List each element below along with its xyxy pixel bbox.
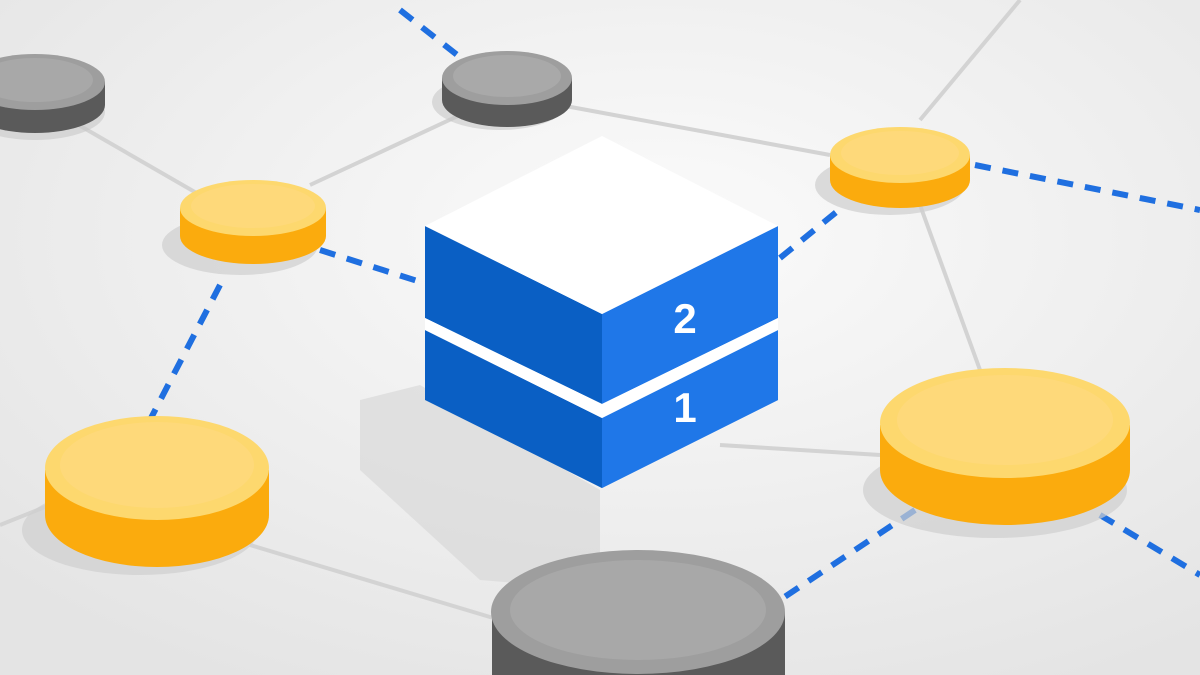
link-dashed [319,247,431,288]
node-inactive [491,550,785,675]
link-dashed [398,7,472,68]
node-active [22,416,269,575]
link-dashed [974,162,1200,213]
link-solid [719,443,881,457]
solid-links [0,0,1022,622]
node-active [863,368,1130,538]
block-layer-2-left [425,226,602,404]
link-dashed [1098,512,1200,578]
link-solid [918,0,1022,122]
layer-label-2: 2 [673,295,696,342]
block-layer-2-top [425,136,778,314]
node-inactive [0,54,105,140]
block-layer-2-right [602,226,778,404]
node-inactive [432,51,572,130]
link-dashed [147,283,223,422]
link-solid [69,118,201,197]
stacked-block: 2 1 [425,136,778,488]
link-solid [249,543,501,622]
block-separator [602,318,778,418]
block-layer-1-right-face [602,332,778,488]
block-shadow [360,385,600,590]
link-dashed [778,202,847,261]
layer-label-1: 1 [673,384,696,431]
dashed-links [147,7,1200,603]
link-solid [559,103,831,157]
node-active [162,180,326,275]
block-separator [425,318,602,418]
link-solid [309,113,461,187]
block-layer-1-left-face [425,332,602,488]
link-solid [918,204,982,371]
node-active [815,127,970,215]
